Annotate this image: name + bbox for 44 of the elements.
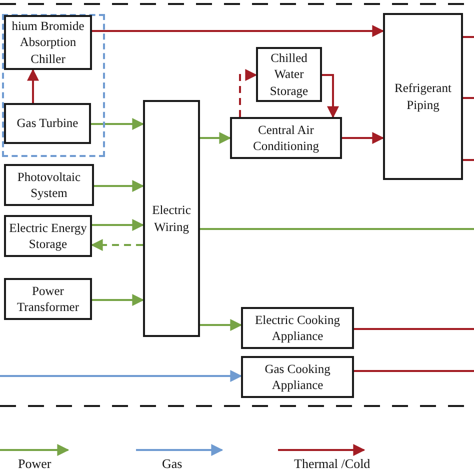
arrow [239,69,258,117]
box-label: Electric Energy Storage [8,220,88,252]
box-label: Power Transformer [16,282,80,316]
legend-label: Thermal /Cold [294,456,370,472]
process-box [241,307,354,349]
connector-line [463,159,474,161]
arrow [90,239,143,251]
connector-line [200,228,474,230]
connector-line [463,97,474,99]
box-label: Photovoltaic System [16,168,82,202]
process-box [383,13,463,180]
arrow [92,25,384,37]
legend-label: Gas [162,456,182,472]
connector-line [354,370,474,372]
process-box [4,15,92,70]
arrow [322,74,339,118]
arrow [0,370,242,382]
box-label: Chilled Water Storage [268,50,310,99]
box-label: Electric Wiring [151,202,192,235]
box-label: Gas Cooking Appliance [264,360,332,394]
box-label: hium Bromide Absorption Chiller [10,18,86,67]
connector-line [463,36,474,38]
connector-line [354,328,474,330]
box-label: Refrigerant Piping [394,80,452,113]
process-box [4,278,92,320]
box-label: Gas Turbine [16,115,78,132]
arrow [94,180,144,192]
legend-label: Power [18,456,52,472]
arrow [200,319,242,331]
arrow [92,219,144,231]
arrow [92,294,144,306]
arrow [342,132,384,144]
process-box [241,356,354,398]
process-box [4,164,94,206]
box-label: Central Air Conditioning [252,122,320,154]
arrow [91,118,144,130]
box-label: Electric Cooking Appliance [254,312,342,344]
process-box [4,103,91,144]
process-box [256,47,322,102]
arrow [200,132,232,144]
process-box [143,100,200,337]
group-frame [2,14,105,157]
arrow [27,68,39,103]
process-box [230,117,342,159]
